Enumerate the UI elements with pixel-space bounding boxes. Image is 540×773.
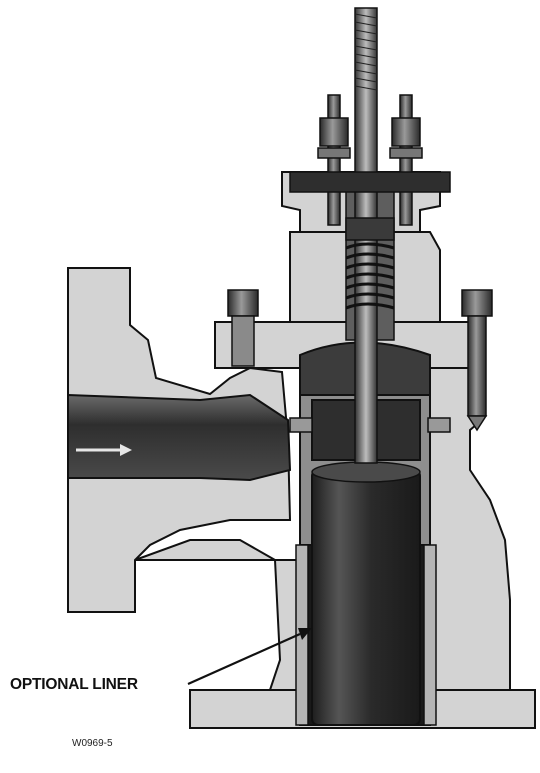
packing-spring — [345, 242, 395, 310]
optional-liner-label: OPTIONAL LINER — [10, 676, 138, 693]
bonnet-bolts — [227, 289, 493, 432]
liner-callout-leader — [187, 628, 312, 686]
figure-id: W0969-5 — [72, 738, 113, 749]
flow-arrow-icon — [76, 444, 132, 456]
optional-liner — [311, 469, 421, 726]
liner-lip-right — [423, 544, 437, 726]
stem-threads — [354, 13, 378, 91]
packing-follower — [289, 171, 451, 193]
seat-ring — [289, 417, 451, 433]
plug-top — [311, 461, 421, 483]
inlet-bore — [67, 393, 292, 482]
packing-rings — [345, 217, 395, 241]
